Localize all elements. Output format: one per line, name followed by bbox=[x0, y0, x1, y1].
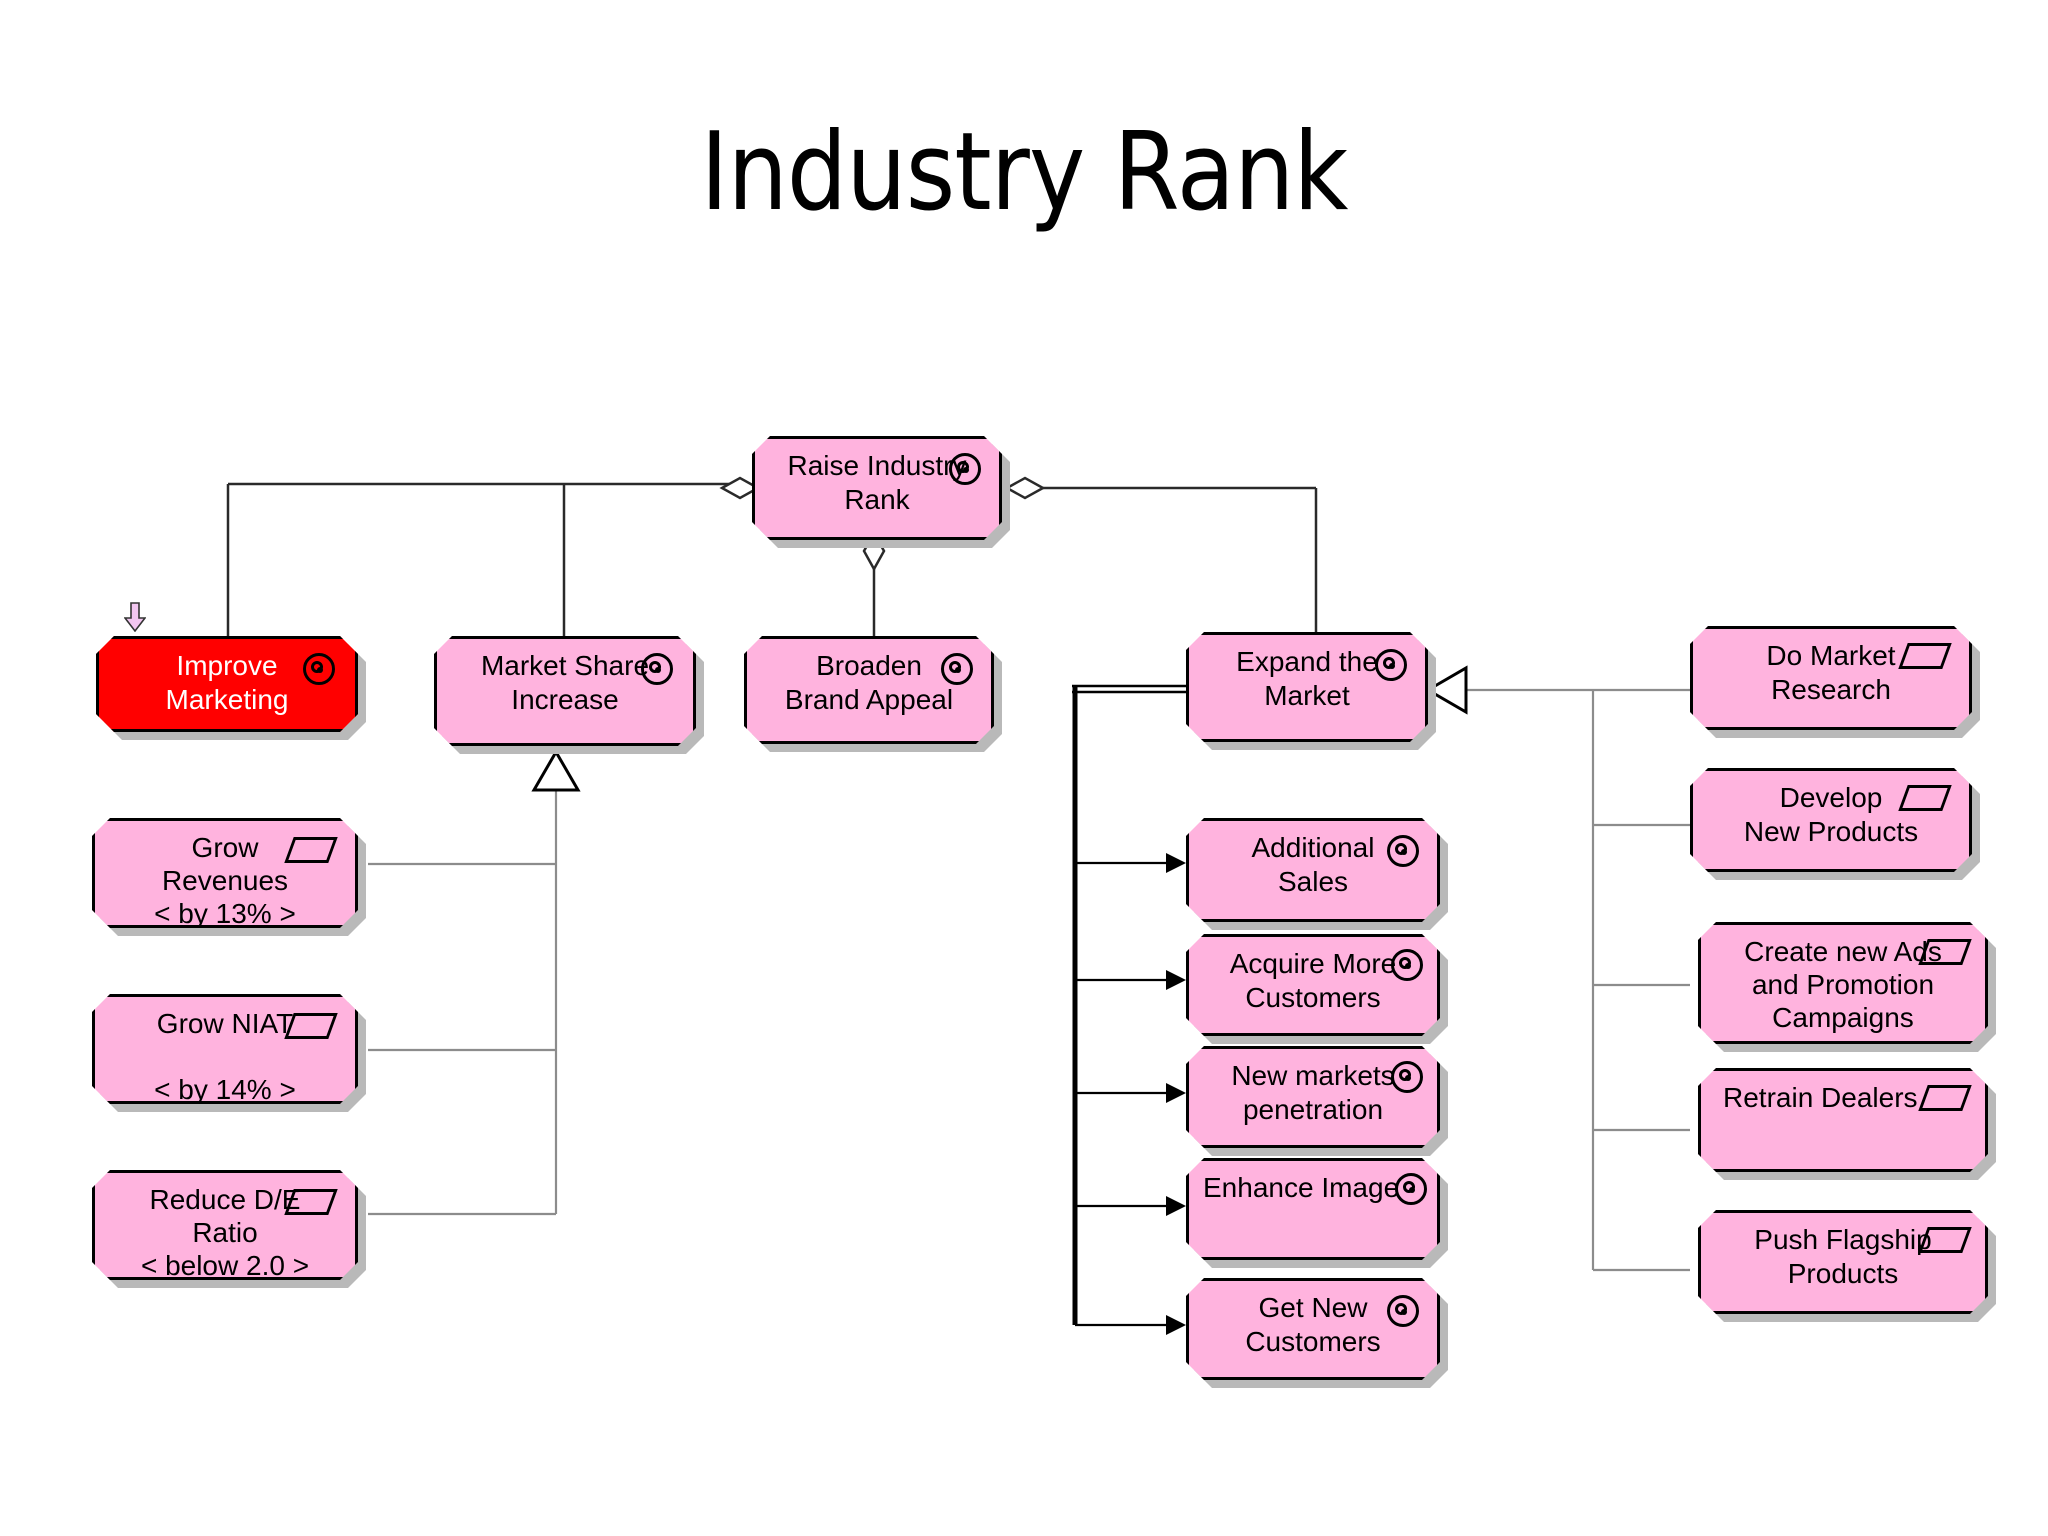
node-label: Acquire More Customers bbox=[1229, 948, 1397, 1013]
goal-target-icon bbox=[1387, 1295, 1419, 1327]
page-title: Industry Rank bbox=[700, 110, 1348, 235]
node-expand-the-market[interactable]: Expand the Market bbox=[1186, 632, 1428, 742]
node-develop-new-products[interactable]: Develop New Products bbox=[1690, 768, 1972, 872]
arrowheads-expand-branches bbox=[1166, 853, 1186, 1335]
node-label: Market Share Increase bbox=[480, 650, 650, 715]
node-acquire-more-customers[interactable]: Acquire More Customers bbox=[1186, 934, 1440, 1036]
generalization-triangle-expand-market bbox=[1425, 665, 1468, 715]
node-market-share-increase[interactable]: Market Share Increase bbox=[434, 636, 696, 746]
goal-target-icon bbox=[949, 453, 981, 485]
node-get-new-customers[interactable]: Get New Customers bbox=[1186, 1278, 1440, 1380]
node-additional-sales[interactable]: Additional Sales bbox=[1186, 818, 1440, 922]
node-label: Raise Industry Rank bbox=[787, 450, 967, 515]
node-label: Create new Ads and Promotion Campaigns bbox=[1744, 936, 1942, 1033]
goal-target-icon bbox=[641, 653, 673, 685]
goal-target-icon bbox=[1391, 1061, 1423, 1093]
node-broaden-brand-appeal[interactable]: Broaden Brand Appeal bbox=[744, 636, 994, 744]
node-label: Retrain Dealers bbox=[1723, 1082, 1918, 1113]
generalization-triangle-market-share bbox=[531, 749, 581, 792]
node-label: Improve Marketing bbox=[165, 650, 289, 715]
node-new-markets-penetration[interactable]: New markets penetration bbox=[1186, 1046, 1440, 1148]
goal-target-icon bbox=[1395, 1173, 1427, 1205]
node-label: Develop New Products bbox=[1743, 782, 1919, 847]
node-retrain-dealers[interactable]: Retrain Dealers bbox=[1698, 1068, 1988, 1172]
node-enhance-image[interactable]: Enhance Image bbox=[1186, 1158, 1440, 1260]
connector-expand-branches bbox=[1075, 861, 1176, 1327]
node-label: Get New Customers bbox=[1245, 1292, 1381, 1357]
connector-expand-market-up bbox=[1025, 486, 1318, 632]
node-grow-revenues[interactable]: Grow Revenues < by 13% > bbox=[92, 818, 358, 928]
node-raise-industry-rank[interactable]: Raise Industry Rank bbox=[752, 436, 1002, 540]
down-arrow-marker bbox=[123, 602, 147, 633]
node-do-market-research[interactable]: Do Market Research bbox=[1690, 626, 1972, 730]
goal-target-icon bbox=[941, 653, 973, 685]
connector-right-gray-bus bbox=[1466, 688, 1690, 1272]
node-label: Push Flagship Products bbox=[1754, 1224, 1932, 1289]
goal-target-icon bbox=[1391, 949, 1423, 981]
node-reduce-de-ratio[interactable]: Reduce D/E Ratio < below 2.0 > bbox=[92, 1170, 358, 1280]
node-label: Grow NIAT < by 14% > bbox=[154, 1008, 296, 1105]
node-label: Enhance Image bbox=[1203, 1172, 1400, 1203]
node-grow-niat[interactable]: Grow NIAT < by 14% > bbox=[92, 994, 358, 1104]
node-label: Additional Sales bbox=[1251, 832, 1375, 897]
node-label: Reduce D/E Ratio < below 2.0 > bbox=[140, 1184, 310, 1281]
node-label: Do Market Research bbox=[1766, 640, 1896, 705]
goal-target-icon bbox=[1375, 649, 1407, 681]
aggregation-diamond-right bbox=[1004, 476, 1046, 500]
goal-target-icon bbox=[303, 653, 335, 685]
connector-left-gray-bus bbox=[368, 790, 558, 1216]
node-create-new-ads[interactable]: Create new Ads and Promotion Campaigns bbox=[1698, 922, 1988, 1044]
node-label: New markets penetration bbox=[1231, 1060, 1395, 1125]
goal-target-icon bbox=[1387, 835, 1419, 867]
connector-left-bus bbox=[226, 482, 742, 636]
node-push-flagship-products[interactable]: Push Flagship Products bbox=[1698, 1210, 1988, 1314]
node-label: Grow Revenues < by 13% > bbox=[154, 832, 296, 929]
node-label: Expand the Market bbox=[1236, 646, 1378, 711]
node-improve-marketing[interactable]: Improve Marketing bbox=[96, 636, 358, 732]
connector-expand-trunk bbox=[1072, 684, 1186, 1325]
node-label: Broaden Brand Appeal bbox=[784, 650, 954, 715]
